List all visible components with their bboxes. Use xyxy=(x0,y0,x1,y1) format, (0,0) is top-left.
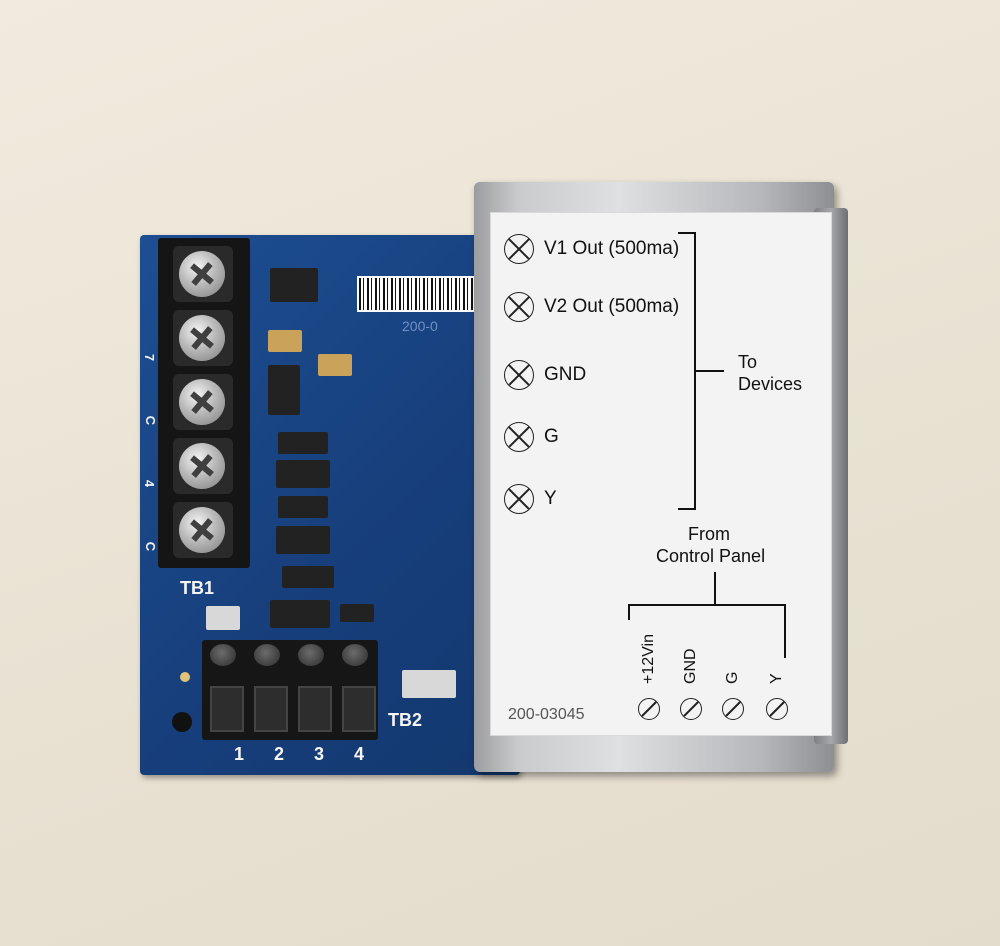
bracket-line xyxy=(678,508,696,510)
bracket-line xyxy=(694,232,696,510)
board-code: 200-0 xyxy=(402,318,438,334)
label-v1-out: V1 Out (500ma) xyxy=(544,238,680,259)
input-y: Y xyxy=(768,673,785,684)
component-diode xyxy=(268,365,300,415)
input-12vin: +12Vin xyxy=(640,634,657,684)
tb2-label: TB2 xyxy=(388,710,423,730)
label-y: Y xyxy=(544,488,557,509)
solder-pad xyxy=(180,672,190,682)
to-devices-line2: Devices xyxy=(738,374,803,394)
from-line2: Control Panel xyxy=(656,546,766,566)
component-inductor xyxy=(318,354,352,376)
input-gnd: GND xyxy=(682,648,699,684)
terminal-block-tb2 xyxy=(202,640,378,740)
terminal-x-icon xyxy=(504,360,534,390)
to-devices-line1: To xyxy=(738,352,758,372)
screw-terminal-3 xyxy=(173,374,233,430)
label-gnd: GND xyxy=(544,364,587,385)
tb2-number-2: 2 xyxy=(274,744,285,764)
tb1-mark-7: 7 xyxy=(142,353,158,362)
tb1-mark-c1: C xyxy=(143,415,159,426)
tb1-label: TB1 xyxy=(180,578,215,598)
tb2-screw-2 xyxy=(254,644,280,666)
terminal-x-icon xyxy=(504,484,534,514)
label-g: G xyxy=(544,426,559,447)
terminal-x-icon xyxy=(504,292,534,322)
terminal-slash-icon xyxy=(680,698,702,720)
component-inductor xyxy=(268,330,302,352)
terminal-slash-icon xyxy=(722,698,744,720)
bracket-line xyxy=(678,232,696,234)
component-resistor xyxy=(340,604,374,622)
tb2-slot-1 xyxy=(210,686,244,732)
tb2-slot-3 xyxy=(298,686,332,732)
label-row-y: Y xyxy=(504,484,557,514)
tb2-number-1: 1 xyxy=(234,744,245,764)
tb2-screw-1 xyxy=(210,644,236,666)
screw-terminal-2 xyxy=(173,310,233,366)
terminal-slash-icon xyxy=(638,698,660,720)
component-diode xyxy=(270,600,330,628)
bracket-line xyxy=(714,572,716,606)
bracket-line xyxy=(628,604,630,620)
label-v2-out: V2 Out (500ma) xyxy=(544,296,680,317)
screw-terminal-1 xyxy=(173,246,233,302)
from-line1: From xyxy=(688,524,730,544)
input-g: G xyxy=(724,671,741,684)
tb1-mark-4: 4 xyxy=(142,479,158,488)
component-resistor xyxy=(278,432,328,454)
component-capacitor xyxy=(206,606,240,630)
screw-terminal-5 xyxy=(173,502,233,558)
barcode-sticker xyxy=(357,276,481,312)
label-row-gnd: GND xyxy=(504,360,586,390)
tb2-screw-4 xyxy=(342,644,368,666)
bracket-line xyxy=(628,604,786,606)
bracket-line xyxy=(784,604,786,658)
component-resistor xyxy=(278,496,328,518)
label-row-v1: V1 Out (500ma) xyxy=(504,234,679,264)
component-ic xyxy=(270,268,318,302)
terminal-slash-icon xyxy=(766,698,788,720)
part-number: 200-03045 xyxy=(508,706,585,723)
component-diode xyxy=(276,460,330,488)
label-row-g: G xyxy=(504,422,559,452)
wiring-label: V1 Out (500ma) V2 Out (500ma) GND G Y To… xyxy=(490,212,832,736)
screw-terminal-4 xyxy=(173,438,233,494)
label-row-v2: V2 Out (500ma) xyxy=(504,292,679,322)
component-capacitor xyxy=(402,670,456,698)
tb2-slot-2 xyxy=(254,686,288,732)
tb1-mark-c2: C xyxy=(143,541,159,552)
component-resistor xyxy=(282,566,334,588)
mounting-hole xyxy=(172,712,192,732)
component-diode xyxy=(276,526,330,554)
tb2-number-4: 4 xyxy=(354,744,365,764)
tb2-slot-4 xyxy=(342,686,376,732)
terminal-x-icon xyxy=(504,422,534,452)
terminal-x-icon xyxy=(504,234,534,264)
tb2-screw-3 xyxy=(298,644,324,666)
terminal-block-tb1 xyxy=(158,238,250,568)
tb2-number-3: 3 xyxy=(314,744,325,764)
bracket-line xyxy=(696,370,724,372)
